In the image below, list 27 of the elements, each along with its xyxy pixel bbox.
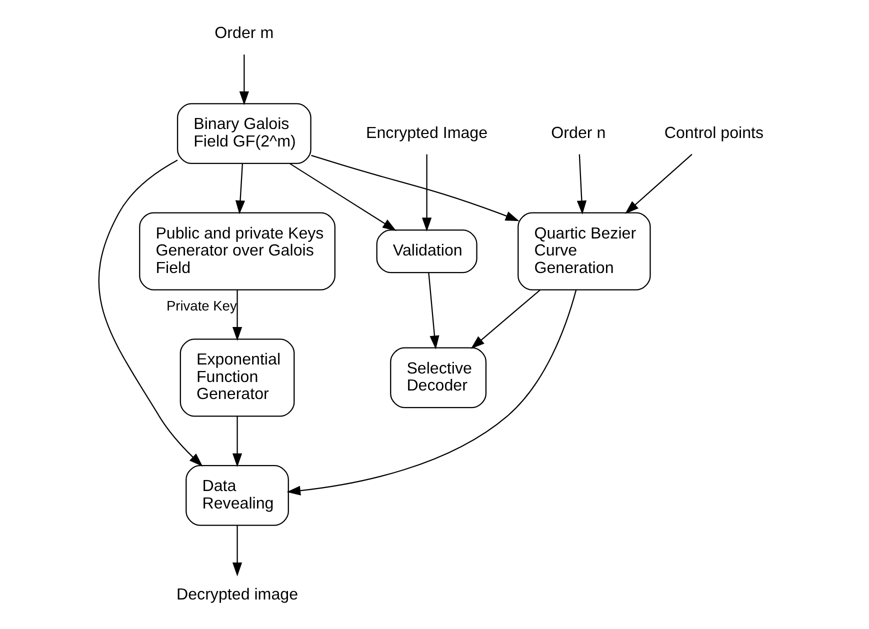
node-text: Decrypted image: [176, 586, 298, 604]
arrow: [234, 164, 245, 214]
arrow: [421, 154, 432, 232]
arrow: [624, 154, 692, 214]
arrow: [232, 290, 242, 341]
arrow: [98, 160, 202, 467]
node-text: Order n: [550, 124, 606, 142]
node-box: Validation: [376, 230, 477, 274]
node-text: Encrypted Image: [366, 124, 488, 142]
node-box: Quartic Bezier Curve Generation: [517, 212, 650, 290]
arrow: [238, 54, 248, 106]
arrow: [288, 163, 396, 231]
arrow: [470, 290, 540, 349]
node-text: Order m: [214, 24, 274, 42]
node-box: Selective Decoder: [390, 347, 486, 408]
arrow: [286, 290, 576, 496]
arrow: [310, 154, 519, 222]
edge-label: Private Key: [166, 298, 236, 314]
node-box: Exponential Function Generator: [179, 338, 294, 417]
node-box: Binary Galois Field GF(2^m): [176, 103, 311, 164]
node-box: Data Revealing: [185, 464, 288, 526]
arrow: [232, 416, 242, 468]
arrow: [576, 154, 586, 214]
arrow: [428, 272, 439, 350]
node-text: Control points: [664, 124, 764, 142]
node-box: Public and private Keys Generator over Galois Field: [138, 212, 335, 290]
arrow: [232, 525, 242, 576]
